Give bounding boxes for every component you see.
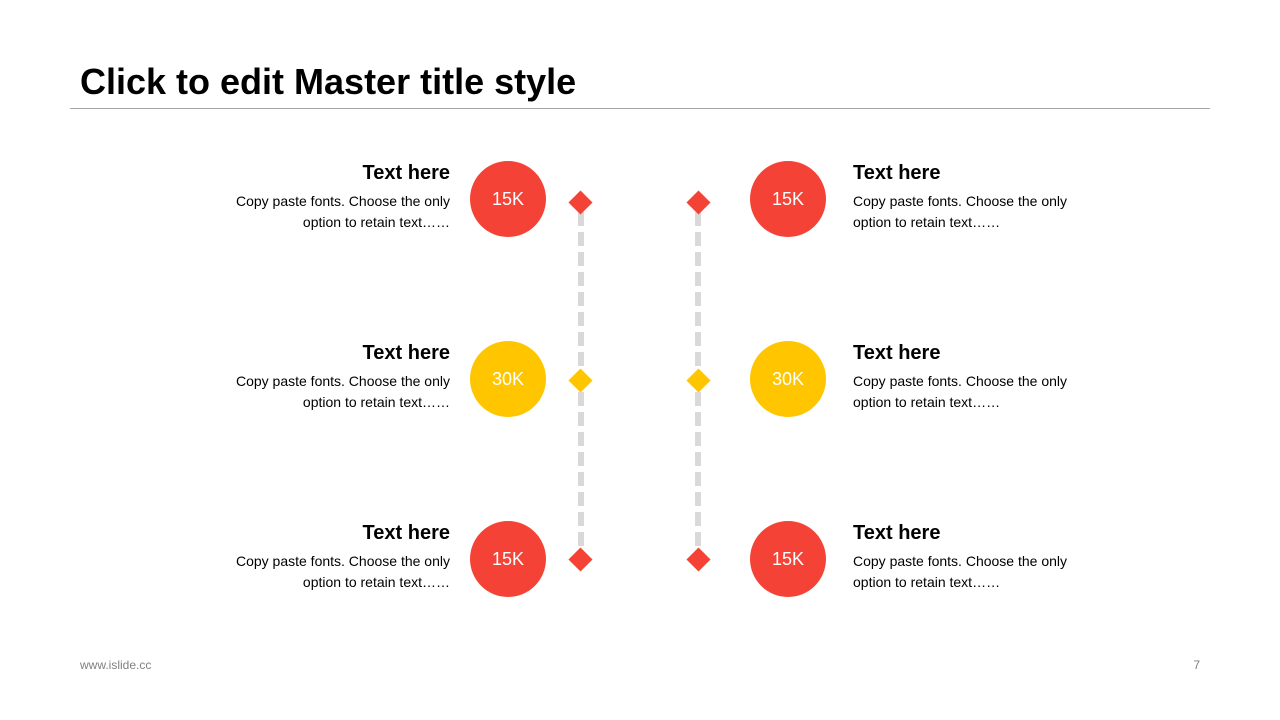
item-body-line: option to retain text…… [853,214,1001,230]
page-number: 7 [1193,658,1200,672]
item-body-line: Copy paste fonts. Choose the only [853,553,1068,569]
item-heading: Text here [362,162,450,184]
diamond-marker [686,368,711,393]
item-body-line: option to retain text…… [302,214,450,230]
item-heading: Text here [853,522,941,544]
item-right-1[interactable]: Text here Copy paste fonts. Choose the o… [853,160,1113,233]
value-circle: 15K [750,521,826,597]
item-left-1[interactable]: Text here Copy paste fonts. Choose the o… [190,160,450,233]
item-body-line: Copy paste fonts. Choose the only [853,193,1068,209]
item-body-line: option to retain text…… [853,574,1001,590]
diamond-marker [568,368,593,393]
item-body-line: Copy paste fonts. Choose the only [235,373,450,389]
item-right-3[interactable]: Text here Copy paste fonts. Choose the o… [853,520,1113,593]
item-body-line: Copy paste fonts. Choose the only [235,553,450,569]
item-left-3[interactable]: Text here Copy paste fonts. Choose the o… [190,520,450,593]
item-heading: Text here [853,162,941,184]
slide-title[interactable]: Click to edit Master title style [80,61,577,102]
value-circle: 30K [470,341,546,417]
item-body-line: Copy paste fonts. Choose the only [853,373,1068,389]
value-circle: 30K [750,341,826,417]
diamond-marker [686,190,711,215]
item-body-line: option to retain text…… [302,574,450,590]
diamond-marker [568,190,593,215]
title-divider [70,108,1210,109]
item-body-line: option to retain text…… [853,394,1001,410]
value-circle: 15K [470,521,546,597]
item-right-2[interactable]: Text here Copy paste fonts. Choose the o… [853,340,1113,413]
item-heading: Text here [362,342,450,364]
diamond-marker [686,547,711,572]
item-heading: Text here [362,522,450,544]
item-heading: Text here [853,342,941,364]
item-left-2[interactable]: Text here Copy paste fonts. Choose the o… [190,340,450,413]
value-circle: 15K [470,161,546,237]
item-body-line: option to retain text…… [302,394,450,410]
value-circle: 15K [750,161,826,237]
item-body-line: Copy paste fonts. Choose the only [235,193,450,209]
diamond-marker [568,547,593,572]
footer-url: www.islide.cc [80,658,152,672]
